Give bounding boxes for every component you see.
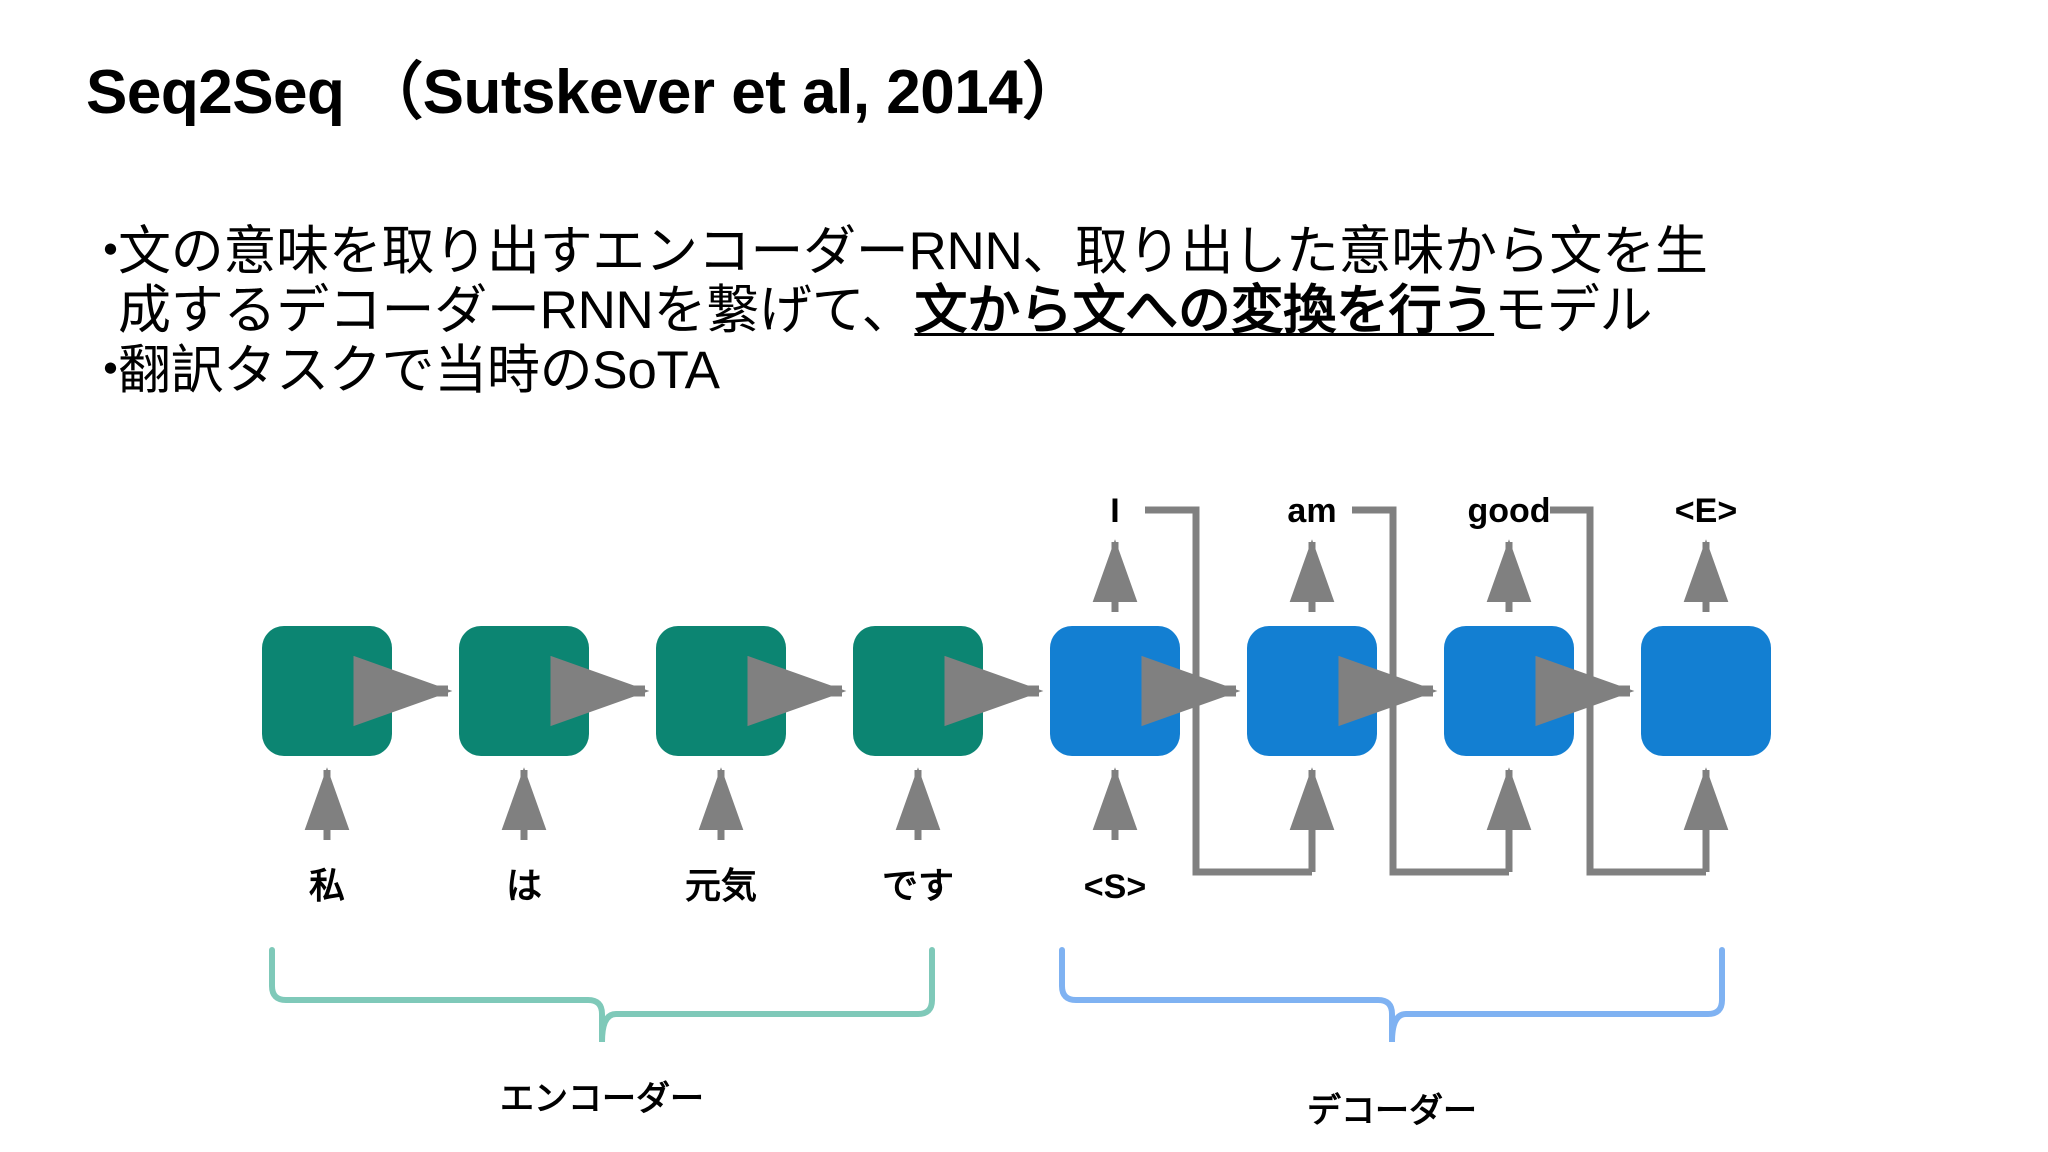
decoder-cell-1: [1050, 626, 1180, 756]
feedback-loops: [1145, 506, 1706, 876]
bullet-1-text-line1: 文の意味を取り出すエンコーダーRNN、取り出した意味から文を生: [118, 222, 1708, 281]
decoder-input-labels: <S>: [1084, 868, 1146, 906]
input-arrows: [304, 767, 1138, 840]
decoder-output-label-3: good: [1467, 492, 1550, 530]
decoder-cell-2: [1247, 626, 1377, 756]
decoder-group-label: デコーダー: [1307, 1091, 1477, 1130]
bullet-item-2: ・翻訳タスクで当時のSoTA: [84, 341, 1984, 400]
bullet-1-text-emphasis: 文から文への変換を行う: [914, 281, 1495, 341]
bullet-1-text-line2-post: モデル: [1494, 281, 1653, 341]
encoder-brace-path: [269, 947, 935, 1043]
encoder-cell-3: [656, 626, 786, 756]
decoder-output-label-1: I: [1110, 492, 1119, 530]
encoder-input-label-4: です: [882, 865, 954, 906]
encoder-cell-2: [459, 626, 589, 756]
bullet-marker: ・: [84, 340, 137, 400]
decoder-brace: [1059, 947, 1725, 1043]
decoder-output-label-4: <E>: [1675, 492, 1737, 530]
encoder-input-labels: 私 は 元気 です: [309, 865, 954, 906]
feedback-loop-3: [1550, 506, 1706, 876]
encoder-input-label-1: 私: [309, 865, 345, 906]
encoder-input-label-3: 元気: [685, 865, 757, 906]
output-arrows: [1092, 539, 1729, 612]
decoder-cell-4: [1641, 626, 1771, 756]
decoder-output-labels: I am good <E>: [1110, 492, 1737, 530]
bullet-1-text-line2-pre: 成するデコーダーRNNを繋げて、: [118, 281, 915, 341]
encoder-input-label-2: は: [506, 865, 542, 906]
decoder-output-label-2: am: [1287, 492, 1336, 530]
body-content: ・文の意味を取り出すエンコーダーRNN、取り出した意味から文を生 成するデコーダ…: [84, 222, 1984, 400]
encoder-brace: [269, 947, 935, 1043]
bullet-item-1-line-2: 成するデコーダーRNNを繋げて、文から文への変換を行うモデル: [84, 281, 1984, 340]
feedback-loop-1: [1145, 506, 1312, 876]
feedback-loop-2: [1352, 506, 1509, 876]
encoder-group-label: エンコーダー: [500, 1080, 704, 1118]
decoder-cell-3: [1444, 626, 1574, 756]
encoder-cell-4: [853, 626, 983, 756]
encoder-cell-1: [262, 626, 392, 756]
bullet-marker: ・: [84, 222, 137, 281]
seq2seq-diagram: I am good <E> 私 は 元気 です <S>: [0, 460, 2048, 1152]
page-title: Seq2Seq （Sutskever et al, 2014）: [86, 58, 1084, 127]
feedback-loop-arrowheads: [1289, 767, 1729, 872]
decoder-input-label-1: <S>: [1084, 868, 1146, 906]
decoder-brace-path: [1059, 947, 1725, 1043]
bullet-2-text: 翻訳タスクで当時のSoTA: [118, 340, 720, 400]
bullet-item-1-line-1: ・文の意味を取り出すエンコーダーRNN、取り出した意味から文を生: [84, 222, 1984, 281]
